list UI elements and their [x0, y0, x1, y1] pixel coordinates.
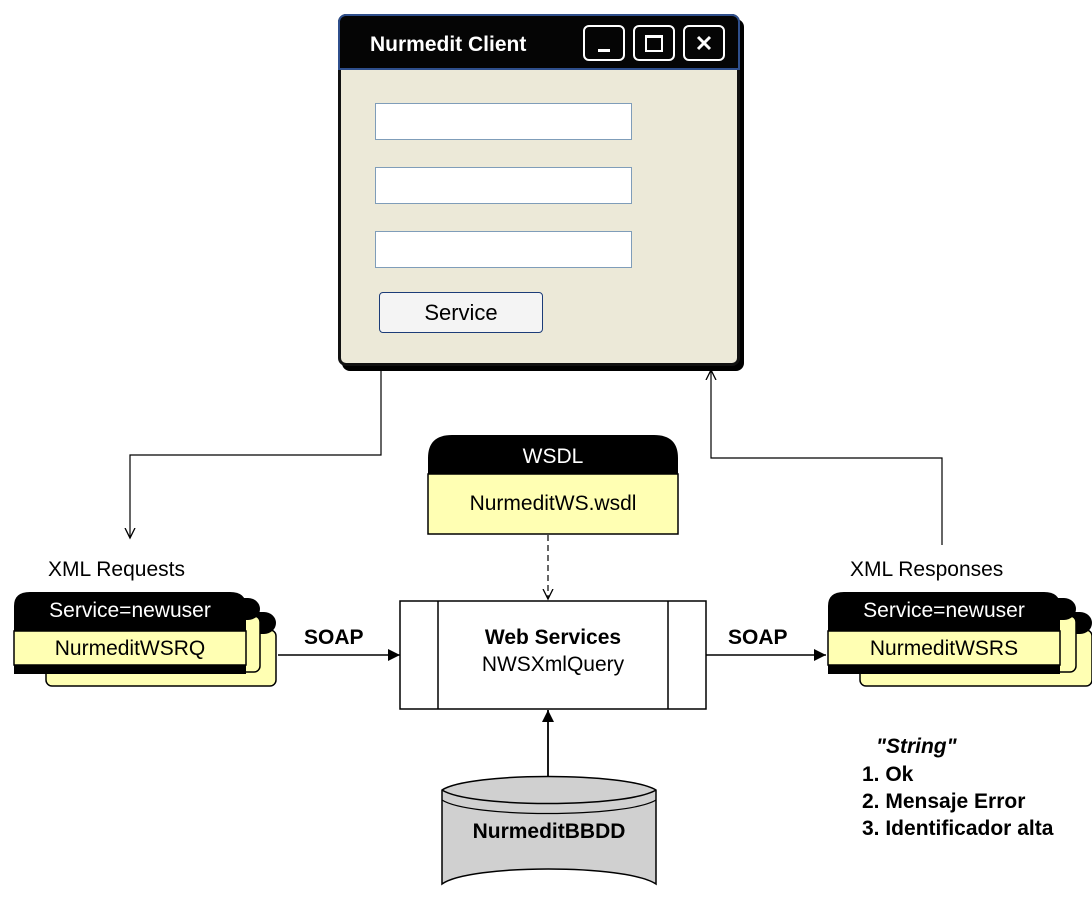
notes-item-2: 2. Mensaje Error [862, 790, 1026, 813]
service-button[interactable]: Service [379, 292, 543, 333]
soap-right-label: SOAP [728, 626, 788, 649]
responses-service: Service=newuser [863, 599, 1025, 622]
maximize-icon [645, 34, 663, 52]
close-button[interactable] [683, 25, 725, 61]
soap-left-label: SOAP [304, 626, 364, 649]
database-cylinder [441, 775, 657, 886]
responses-caption: XML Responses [850, 558, 1004, 581]
requests-doc: NurmeditWSRQ [54, 637, 206, 660]
minimize-button[interactable] [583, 25, 625, 61]
notes-item-1: 1. Ok [862, 763, 914, 786]
responses-doc-stack [827, 592, 1092, 687]
notes-title: "String" [876, 735, 957, 758]
request-flow-line [130, 368, 382, 538]
client-field-2[interactable] [375, 167, 632, 204]
notes-item-3: 3. Identificador alta [862, 817, 1054, 840]
client-window: Nurmedit Client Service [338, 14, 740, 366]
response-flow-line [711, 370, 943, 545]
database-label: NurmeditBBDD [472, 820, 626, 843]
minimize-icon [598, 48, 610, 52]
requests-service: Service=newuser [49, 599, 211, 622]
client-field-1[interactable] [375, 103, 632, 140]
web-services-box [399, 600, 707, 710]
client-title: Nurmedit Client [370, 33, 527, 56]
requests-caption: XML Requests [48, 558, 185, 581]
wsdl-document [427, 435, 679, 535]
wsdl-header: WSDL [522, 445, 584, 468]
client-field-3[interactable] [375, 231, 632, 268]
responses-doc: NurmeditWSRS [869, 637, 1019, 660]
web-services-name: NWSXmlQuery [481, 653, 625, 676]
maximize-button[interactable] [633, 25, 675, 61]
close-icon [696, 35, 712, 51]
wsdl-file: NurmeditWS.wsdl [469, 492, 637, 515]
web-services-title: Web Services [484, 626, 622, 649]
requests-doc-stack [13, 592, 277, 687]
client-titlebar: Nurmedit Client [338, 14, 740, 70]
